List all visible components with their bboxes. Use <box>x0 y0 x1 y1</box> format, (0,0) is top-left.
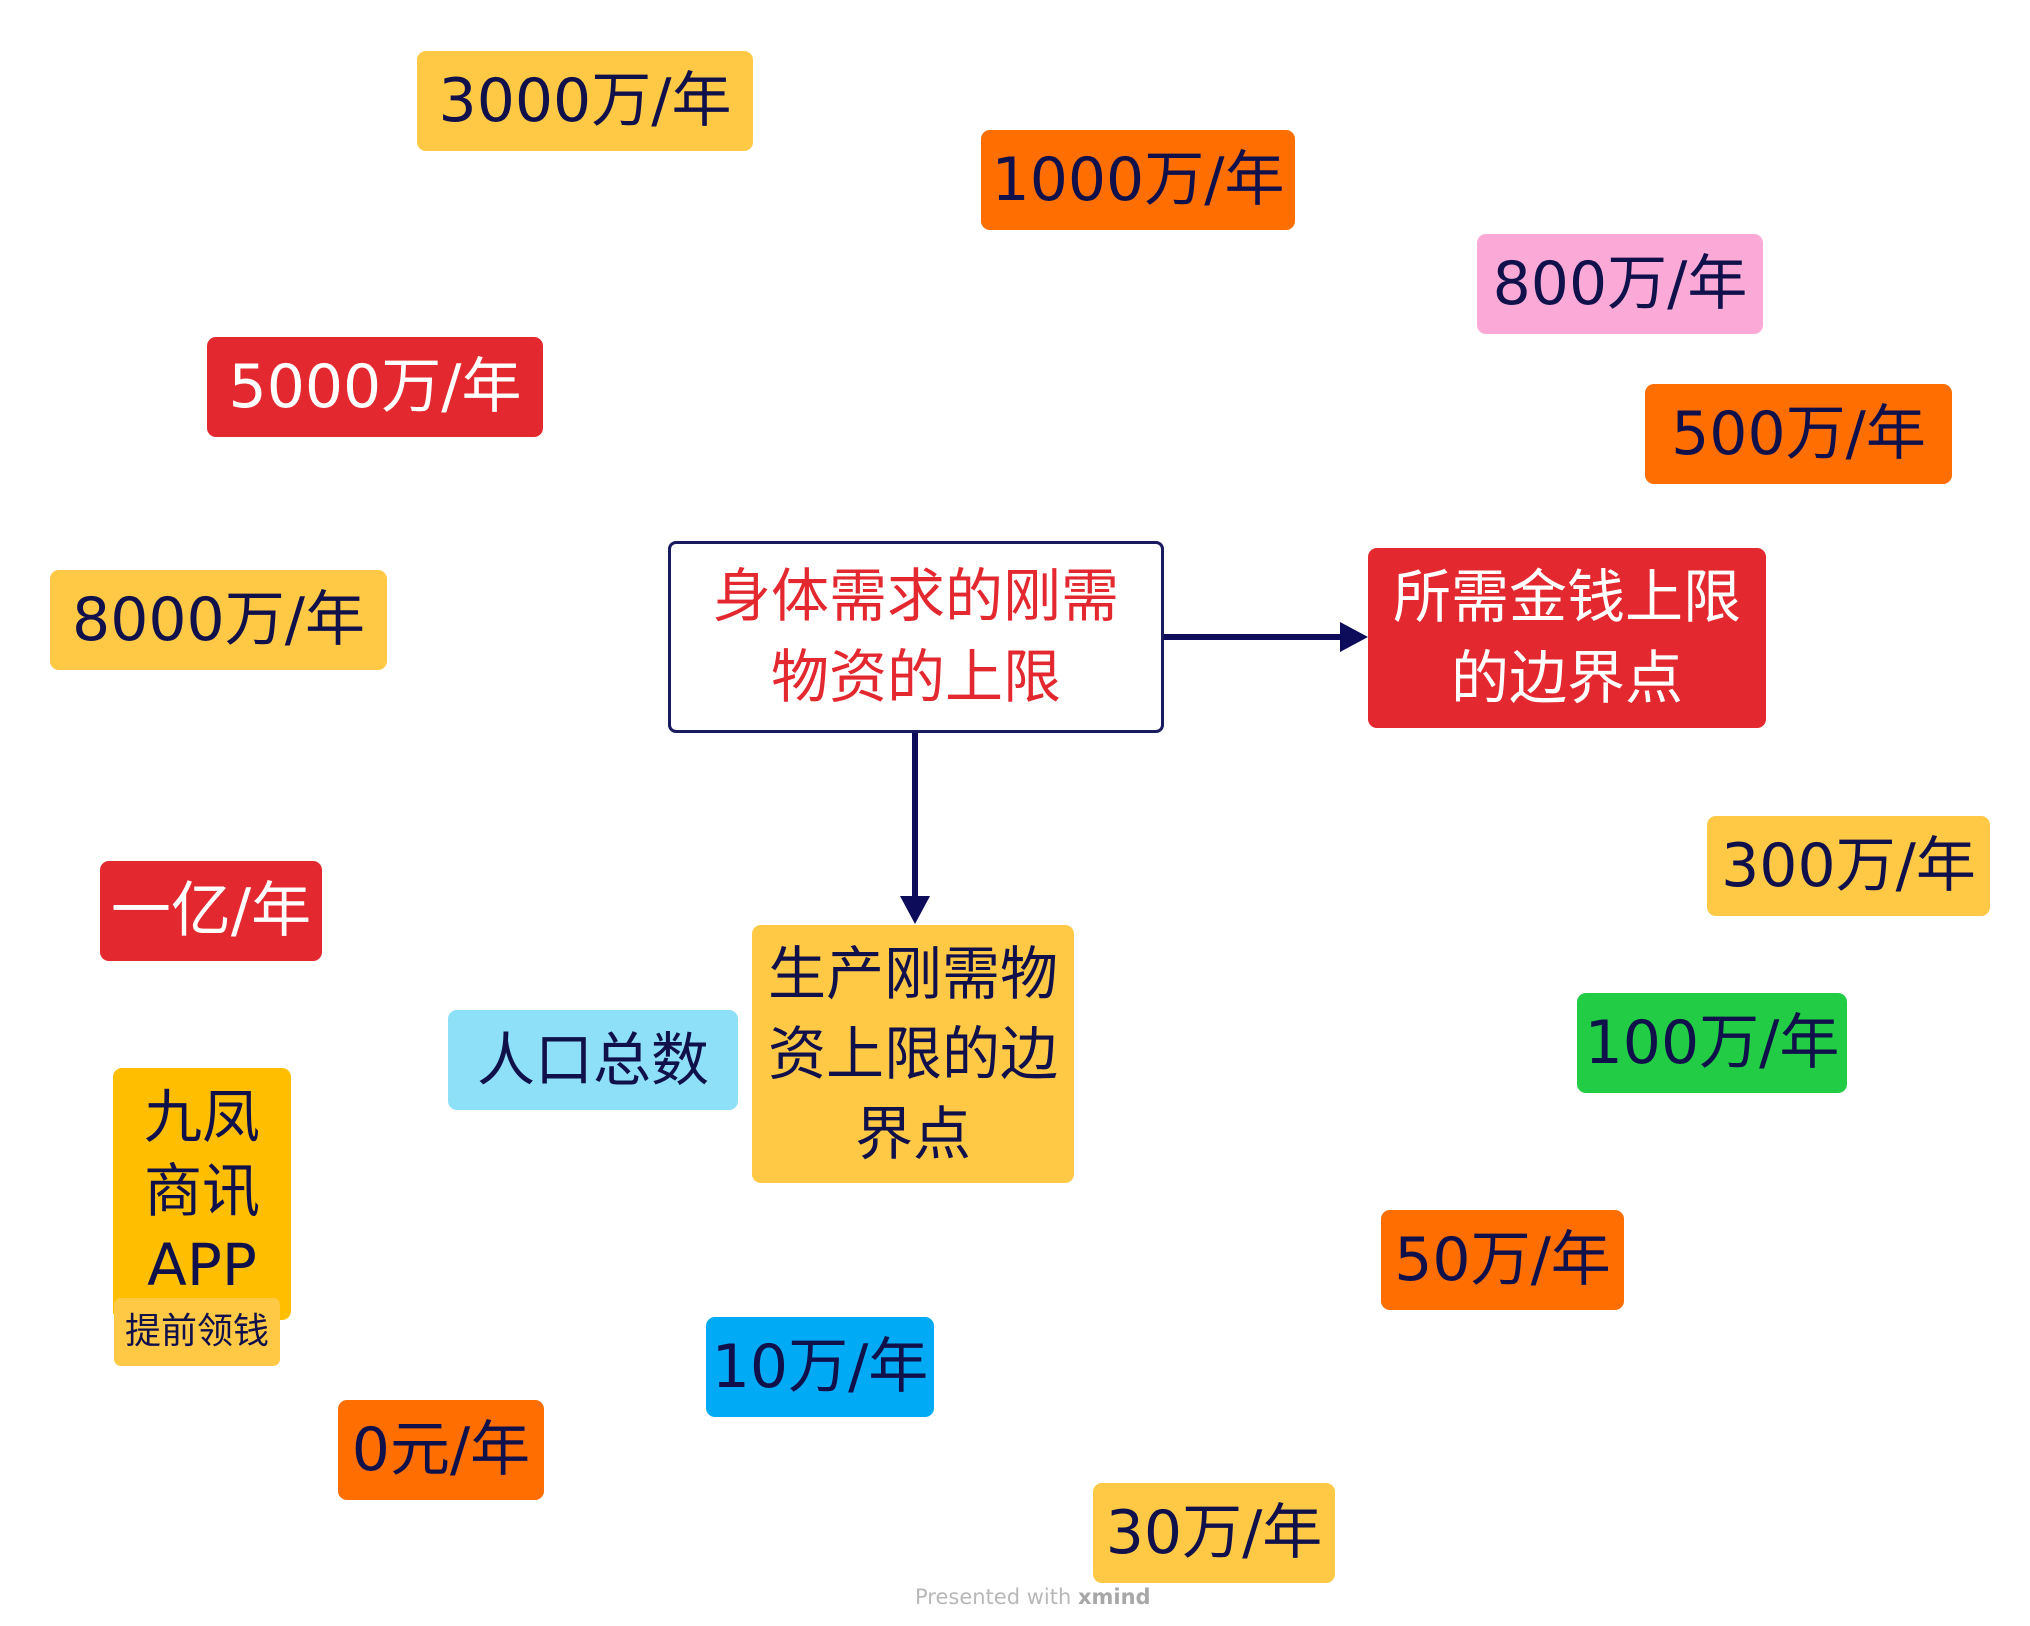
production-boundary-topic[interactable]: 生产刚需物 资上限的边 界点 <box>752 925 1074 1183</box>
central-topic-line-1: 身体需求的刚需 <box>712 561 1119 630</box>
watermark-brand: xmind <box>1077 1585 1151 1609</box>
money-boundary-topic[interactable]: 所需金钱上限 的边界点 <box>1368 548 1766 728</box>
tag-1yi-label: 一亿/年 <box>110 875 312 946</box>
central-topic[interactable]: 身体需求的刚需 物资的上限 <box>668 541 1164 733</box>
money-boundary-line-2: 的边界点 <box>1450 644 1683 712</box>
tag-8000w[interactable]: 8000万/年 <box>50 570 387 670</box>
tag-30w[interactable]: 30万/年 <box>1093 1483 1335 1583</box>
watermark-prefix: Presented with <box>915 1585 1078 1609</box>
tag-3000w-label: 3000万/年 <box>438 65 732 136</box>
tag-0-label: 0元/年 <box>351 1414 531 1485</box>
tag-300w[interactable]: 300万/年 <box>1707 816 1990 916</box>
tag-50w-label: 50万/年 <box>1394 1224 1611 1295</box>
production-boundary-line-2: 资上限的边 <box>767 1019 1058 1088</box>
app-subtopic[interactable]: 提前领钱 <box>114 1298 280 1366</box>
production-boundary-line-3: 界点 <box>854 1100 971 1169</box>
tag-1000w[interactable]: 1000万/年 <box>981 130 1295 230</box>
tag-50w[interactable]: 50万/年 <box>1381 1210 1624 1310</box>
tag-5000w-label: 5000万/年 <box>228 351 522 422</box>
tag-0[interactable]: 0元/年 <box>338 1400 544 1500</box>
watermark: Presented with xmind <box>915 1585 1151 1609</box>
tag-1000w-label: 1000万/年 <box>991 144 1285 215</box>
arrowhead-down-icon <box>900 896 930 924</box>
app-line-1: 九凤 <box>143 1083 260 1151</box>
tag-5000w[interactable]: 5000万/年 <box>207 337 543 437</box>
tag-800w-label: 800万/年 <box>1492 248 1748 319</box>
tag-800w[interactable]: 800万/年 <box>1477 234 1763 334</box>
tag-1yi[interactable]: 一亿/年 <box>100 861 322 961</box>
app-topic[interactable]: 九凤 商讯 APP <box>113 1068 291 1320</box>
population-label: 人口总数 <box>476 1025 709 1094</box>
tag-10w-label: 10万/年 <box>711 1331 929 1402</box>
tag-500w-label: 500万/年 <box>1671 398 1926 469</box>
central-topic-line-2: 物资的上限 <box>770 643 1061 711</box>
population-topic[interactable]: 人口总数 <box>448 1010 738 1110</box>
production-boundary-line-1: 生产刚需物 <box>767 939 1058 1008</box>
tag-8000w-label: 8000万/年 <box>72 584 365 655</box>
arrowhead-right-icon <box>1340 622 1368 652</box>
app-line-2: 商讯 <box>143 1157 260 1226</box>
money-boundary-line-1: 所需金钱上限 <box>1392 562 1741 631</box>
app-line-3: APP <box>147 1231 257 1300</box>
tag-3000w[interactable]: 3000万/年 <box>417 51 753 151</box>
app-subtopic-label: 提前领钱 <box>124 1311 269 1353</box>
tag-500w[interactable]: 500万/年 <box>1645 384 1952 484</box>
tag-100w-label: 100万/年 <box>1584 1007 1840 1078</box>
tag-10w[interactable]: 10万/年 <box>706 1317 934 1417</box>
tag-100w[interactable]: 100万/年 <box>1577 993 1847 1093</box>
tag-30w-label: 30万/年 <box>1105 1497 1323 1568</box>
tag-300w-label: 300万/年 <box>1721 830 1976 901</box>
